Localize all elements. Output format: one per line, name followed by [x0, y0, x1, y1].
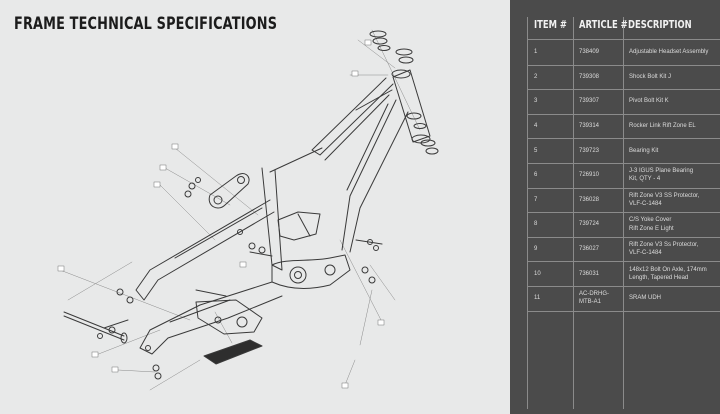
cell-article-line: 739314 — [579, 123, 600, 129]
row-rule — [527, 286, 720, 287]
cell-description: Pivot Bolt Kit K — [629, 97, 669, 105]
cell-article-line: 739723 — [579, 147, 600, 154]
cell-description: Adjustable Headset Assembly — [629, 48, 708, 56]
cell-item: 3 — [534, 98, 538, 105]
cell-description-line: 148x12 Bolt On Axle, 174mm — [629, 266, 707, 273]
cell-description-line: C/S Yoke Cover — [629, 217, 672, 224]
cell-item: 1 — [534, 49, 538, 56]
cell-description-line: Length, Tapered Head — [629, 274, 689, 281]
cell-item: 6 — [534, 172, 538, 179]
cell-description-line: Adjustable Headset Assembly — [629, 49, 709, 56]
cell-article-line: 736027 — [579, 246, 600, 252]
cell-article-line: 726910 — [579, 172, 600, 179]
cell-description: Rift Zone V3 SS Protector,VLF-C-1484 — [629, 192, 699, 208]
cell-description: Rift Zone V3 Ss Protector, VLF-C-1484 — [629, 241, 698, 257]
row-rule — [527, 187, 720, 189]
cell-description-line: SRAM UDH — [629, 295, 662, 302]
cell-article: 736031 — [579, 270, 599, 278]
row-rule — [527, 64, 720, 66]
spec-table: ITEM # ARTICLE # DESCRIPTION 1 738409 Adju… — [510, 0, 720, 414]
cell-article-line: 736031 — [579, 270, 600, 277]
cell-description: Rocker Link Rift Zone EL — [629, 122, 696, 130]
cell-item: 9 — [534, 246, 538, 252]
cell-item: 5 — [534, 147, 538, 154]
cell-article-line: 736028 — [579, 196, 600, 203]
cell-description-line: Pivot Bolt Kit K — [629, 98, 669, 105]
cell-description: Shock Bolt Kit J — [629, 73, 671, 81]
cell-description-line: Rocker Link Rift Zone EL — [629, 123, 696, 129]
cell-description-line: VLF-C-1484 — [629, 200, 662, 207]
cell-description-line: Bearing Kit — [629, 147, 659, 154]
cell-item: 11 — [534, 295, 541, 302]
cell-description-line: Kit, QTY - 4 — [629, 176, 661, 183]
header-item: ITEM # — [534, 19, 567, 31]
cell-article: 726910 — [579, 171, 599, 179]
row-rule — [527, 163, 720, 164]
page-title: FRAME TECHNICAL SPECIFICATIONS — [14, 14, 278, 33]
cell-description-line: VLF-C-1484 — [629, 250, 662, 257]
header-description: DESCRIPTION — [628, 19, 692, 31]
cell-article-line: 739307 — [579, 98, 600, 105]
diagram-panel: FRAME TECHNICAL SPECIFICATIONS — [14, 14, 439, 391]
cell-item: 2 — [534, 73, 538, 80]
exploded-frame-diagram — [57, 29, 439, 391]
cell-description-line: Rift Zone E Light — [629, 225, 674, 232]
cell-item: 10 — [534, 270, 541, 277]
cell-description: Bearing Kit — [629, 147, 658, 155]
cell-article-line: MTB-A1 — [579, 299, 602, 306]
cell-item: 7 — [534, 196, 538, 203]
cell-article-line: 738409 — [579, 49, 600, 56]
cell-article: 736027 — [579, 245, 599, 253]
row-rule — [527, 261, 720, 263]
cell-article: 738409 — [579, 48, 599, 56]
cell-article: 739723 — [579, 147, 599, 155]
row-rule — [527, 212, 720, 214]
cell-article-line: AC-DRHG- — [579, 291, 609, 298]
cell-item: 8 — [534, 221, 538, 228]
header-rule — [527, 39, 720, 40]
cell-article: 736028 — [579, 196, 599, 204]
row-rule — [527, 89, 720, 91]
row-rule — [527, 138, 720, 140]
cell-article: 739314 — [579, 122, 599, 130]
row-rule — [527, 310, 720, 312]
row-rule — [527, 236, 720, 238]
cell-description-line: Shock Bolt Kit J — [629, 73, 672, 80]
cell-article-line: 739308 — [579, 73, 600, 80]
cell-article: 739308 — [579, 73, 599, 81]
cell-item: 4 — [534, 123, 538, 129]
cell-description: SRAM UDH — [629, 294, 661, 302]
cell-article-line: 739724 — [579, 221, 600, 228]
cell-description-line: Rift Zone V3 Ss Protector, — [629, 241, 699, 248]
cell-description-line: Rift Zone V3 SS Protector, — [629, 192, 700, 199]
row-rule — [527, 113, 720, 115]
header-article: ARTICLE # — [579, 19, 628, 31]
cell-article: 739724 — [579, 220, 599, 228]
cell-article: 739307 — [579, 97, 599, 105]
cell-article: AC-DRHG-MTB-A1 — [579, 290, 609, 306]
cell-description-line: J-3 IGUS Plane Bearing — [629, 168, 694, 175]
